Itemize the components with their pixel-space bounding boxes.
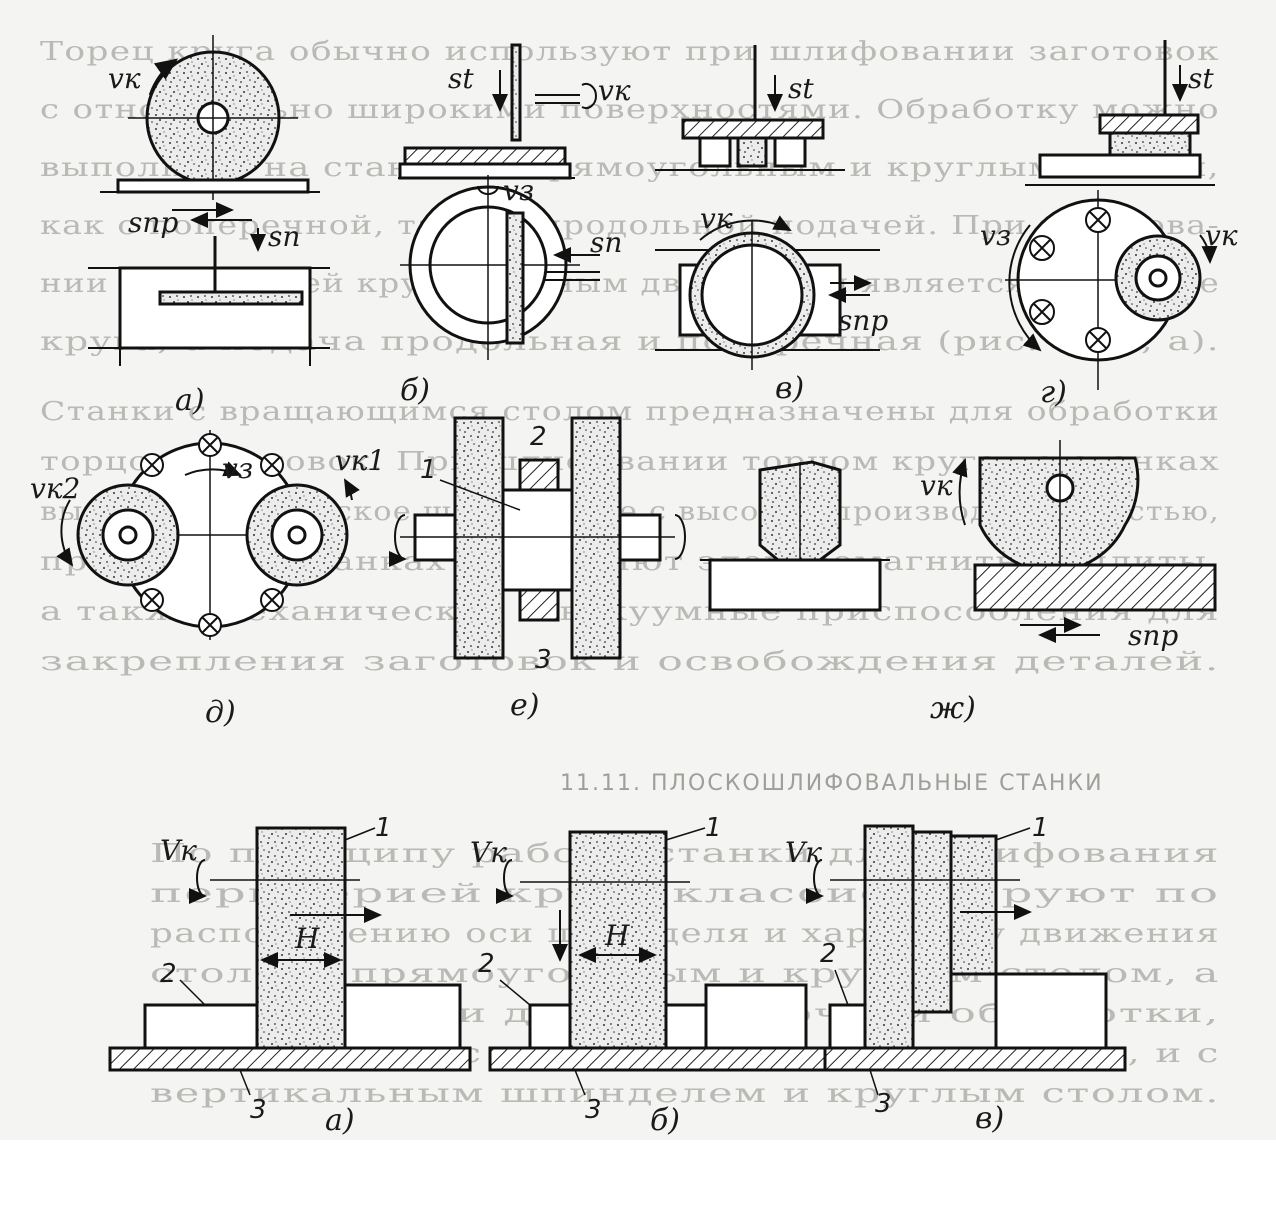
caption-v-top: в) xyxy=(775,371,804,406)
caption-g-top: г) xyxy=(1040,375,1067,410)
wheel-section-2 xyxy=(911,830,953,1014)
caption-v-bottom: в) xyxy=(975,1101,1004,1136)
panel-b-bottom xyxy=(488,827,837,1096)
caption-d: д) xyxy=(205,695,236,730)
wheel-section-3 xyxy=(949,834,998,976)
panel-g-top xyxy=(1005,40,1218,390)
left-wheel xyxy=(453,416,505,660)
label-ba-3: 3 xyxy=(250,1095,267,1125)
label-zh-spr: sпр xyxy=(1128,619,1178,652)
label-ba-2: 2 xyxy=(160,959,177,989)
caption-zh: ж) xyxy=(930,691,976,726)
label-a-sp: sп xyxy=(268,220,300,253)
panel-zh xyxy=(700,440,1217,643)
label-ba-h: H xyxy=(294,922,320,955)
caption-e: е) xyxy=(510,688,539,723)
caption-a-bottom: а) xyxy=(325,1103,355,1138)
background-text-line: Станки с вращающимся столом предназначен… xyxy=(40,397,1220,427)
label-b-vk: vк xyxy=(598,74,631,107)
caption-b-top: б) xyxy=(400,373,430,408)
label-g-st: st xyxy=(1188,62,1214,95)
panel-a-bottom xyxy=(108,826,472,1096)
label-zh-vk: vк xyxy=(920,469,953,502)
right-wheel xyxy=(570,416,622,660)
label-b-vz: vз xyxy=(503,174,534,207)
label-bv-2: 2 xyxy=(820,939,837,969)
label-ba-1: 1 xyxy=(375,813,392,843)
caption-a-top: а) xyxy=(175,383,205,418)
label-v-spr: sпр xyxy=(838,304,888,337)
label-e-3: 3 xyxy=(535,645,552,675)
section-heading: 11.11. ПЛОСКОШЛИФОВАЛЬНЫЕ СТАНКИ xyxy=(560,771,1104,796)
label-v-st: st xyxy=(788,72,814,105)
grinding-wheel xyxy=(568,830,668,1050)
label-d-vz: vз xyxy=(222,452,253,485)
label-bb-2: 2 xyxy=(478,949,495,979)
label-bb-vk: Vк xyxy=(470,836,507,869)
label-a-spr: sпр xyxy=(128,206,178,239)
panel-d xyxy=(56,430,360,640)
label-bv-1: 1 xyxy=(1032,813,1049,843)
workpiece xyxy=(116,178,310,194)
label-bb-h: H xyxy=(604,919,630,952)
label-g-vz: vз xyxy=(980,219,1011,252)
label-b-sp: sп xyxy=(590,226,622,259)
label-bv-vk: Vк xyxy=(785,836,822,869)
background-text-line: закрепления заготовок и освобождения дет… xyxy=(40,647,1220,677)
wheel-section-1 xyxy=(863,824,915,1050)
cup-wheel xyxy=(978,456,1140,573)
panel-e xyxy=(388,416,686,660)
background-text-line: вертикальным шпинделем и круглым столом. xyxy=(150,1079,1220,1109)
panel-a-top xyxy=(88,35,330,366)
label-b-st: st xyxy=(448,62,474,95)
label-bv-3: 3 xyxy=(875,1089,892,1119)
label-e-2: 2 xyxy=(530,422,547,452)
label-bb-1: 1 xyxy=(705,813,722,843)
label-bb-3: 3 xyxy=(585,1095,602,1125)
magnetic-table xyxy=(973,563,1217,612)
grinding-wheel xyxy=(255,826,347,1050)
caption-b-bottom: б) xyxy=(650,1103,680,1138)
label-a-vk: vк xyxy=(108,62,141,95)
label-d-vk1: vк1 xyxy=(335,444,385,477)
label-ba-vk: Vк xyxy=(160,834,197,867)
panel-v-top xyxy=(655,45,880,370)
label-v-vk: vк xyxy=(700,202,733,235)
label-e-1: 1 xyxy=(420,455,437,485)
label-d-vk2: vк2 xyxy=(30,472,80,505)
panel-b-top xyxy=(398,43,600,360)
panel-v-bottom xyxy=(805,824,1127,1096)
grinding-wheel xyxy=(505,211,525,345)
label-g-vk: vк xyxy=(1205,219,1238,252)
